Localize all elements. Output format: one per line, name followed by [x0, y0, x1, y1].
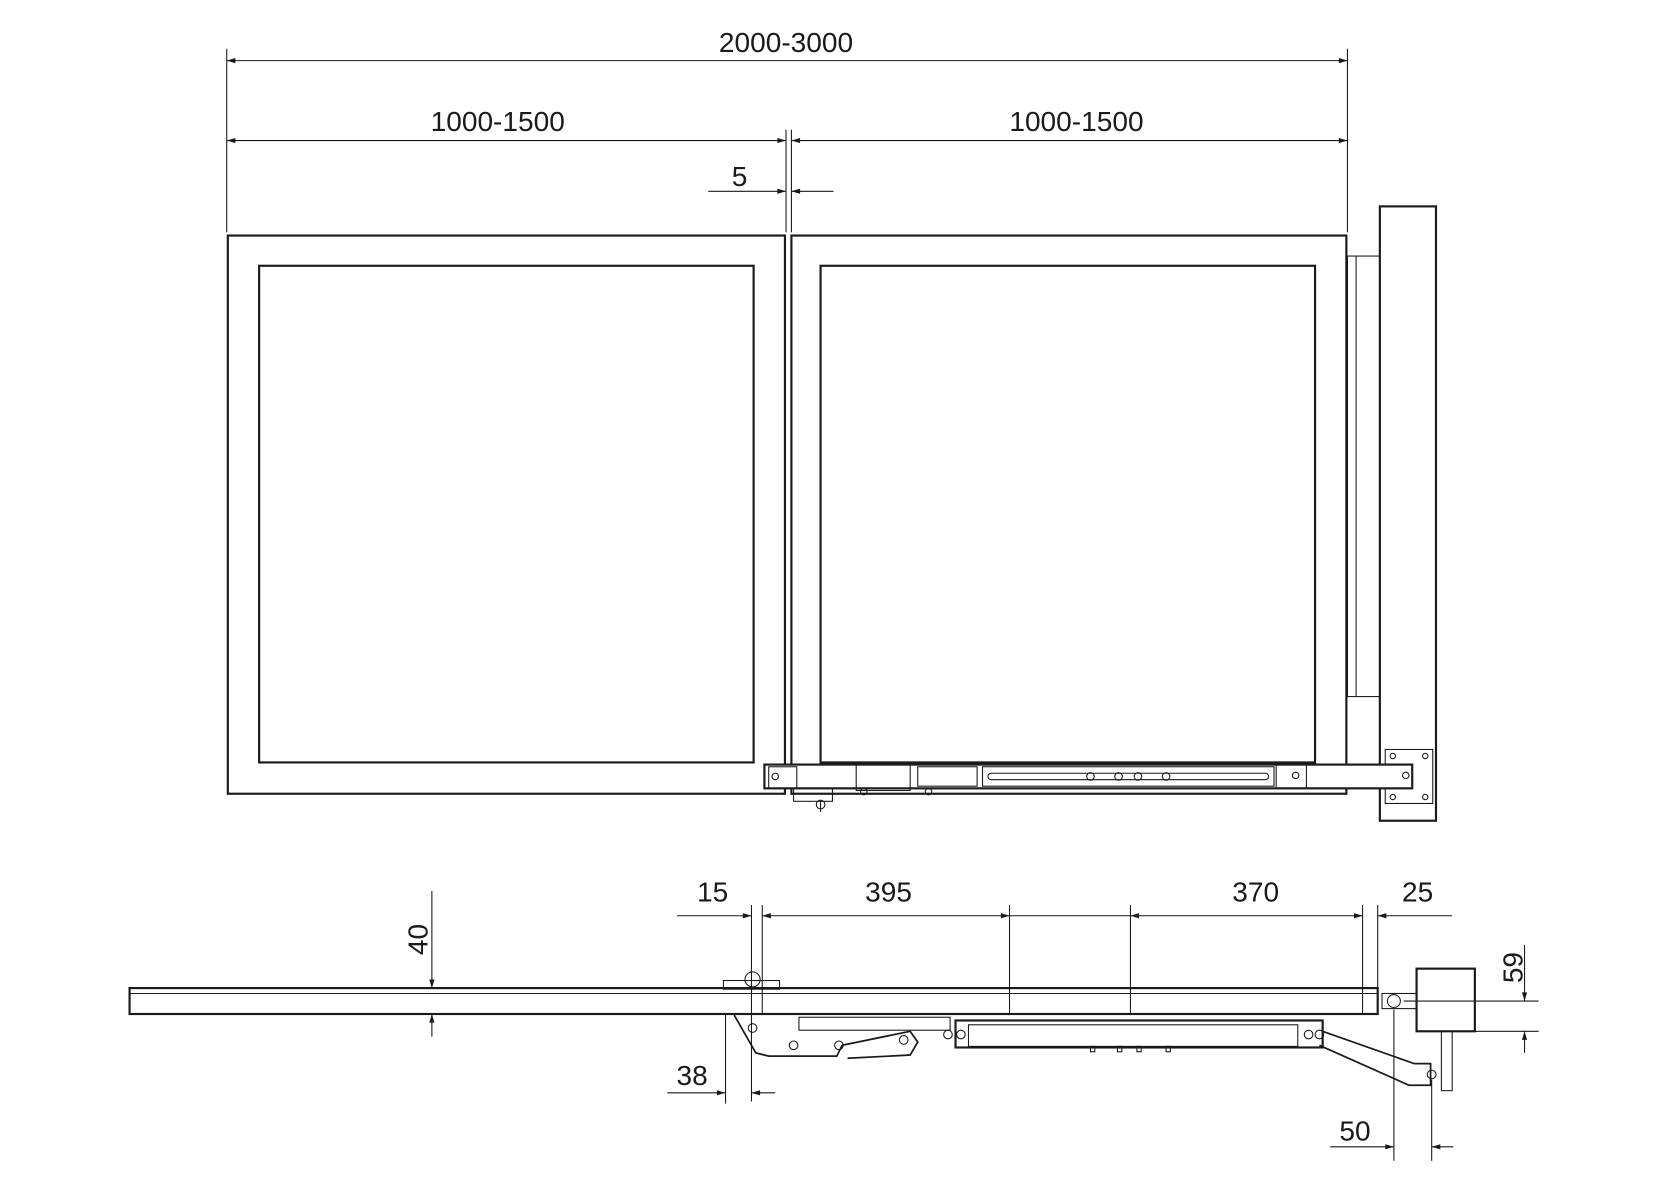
section-view [128, 967, 1476, 1092]
dim-25-label: 25 [1402, 877, 1433, 908]
post [1346, 205, 1438, 822]
dim-59-label: 59 [1497, 952, 1528, 983]
section-dimensions: 15 395 370 25 40 59 38 50 [403, 877, 1539, 1161]
right-gate-leaf [790, 234, 1348, 795]
left-leaf-width-label: 1000-1500 [431, 106, 565, 137]
top-dimensions: 2000-3000 1000-1500 1000-1500 5 [226, 27, 1348, 233]
dim-395-label: 395 [865, 877, 912, 908]
operator-arm-top [763, 761, 1414, 813]
dim-38-label: 38 [676, 1060, 707, 1091]
right-leaf-width-label: 1000-1500 [1009, 106, 1143, 137]
dim-50-label: 50 [1339, 1115, 1370, 1146]
dim-370-label: 370 [1232, 877, 1279, 908]
dim-15-label: 15 [697, 877, 728, 908]
overall-width-label: 2000-3000 [719, 27, 853, 58]
dim-40-label: 40 [403, 924, 434, 955]
left-gate-leaf [226, 234, 787, 795]
gap-label: 5 [732, 161, 748, 192]
